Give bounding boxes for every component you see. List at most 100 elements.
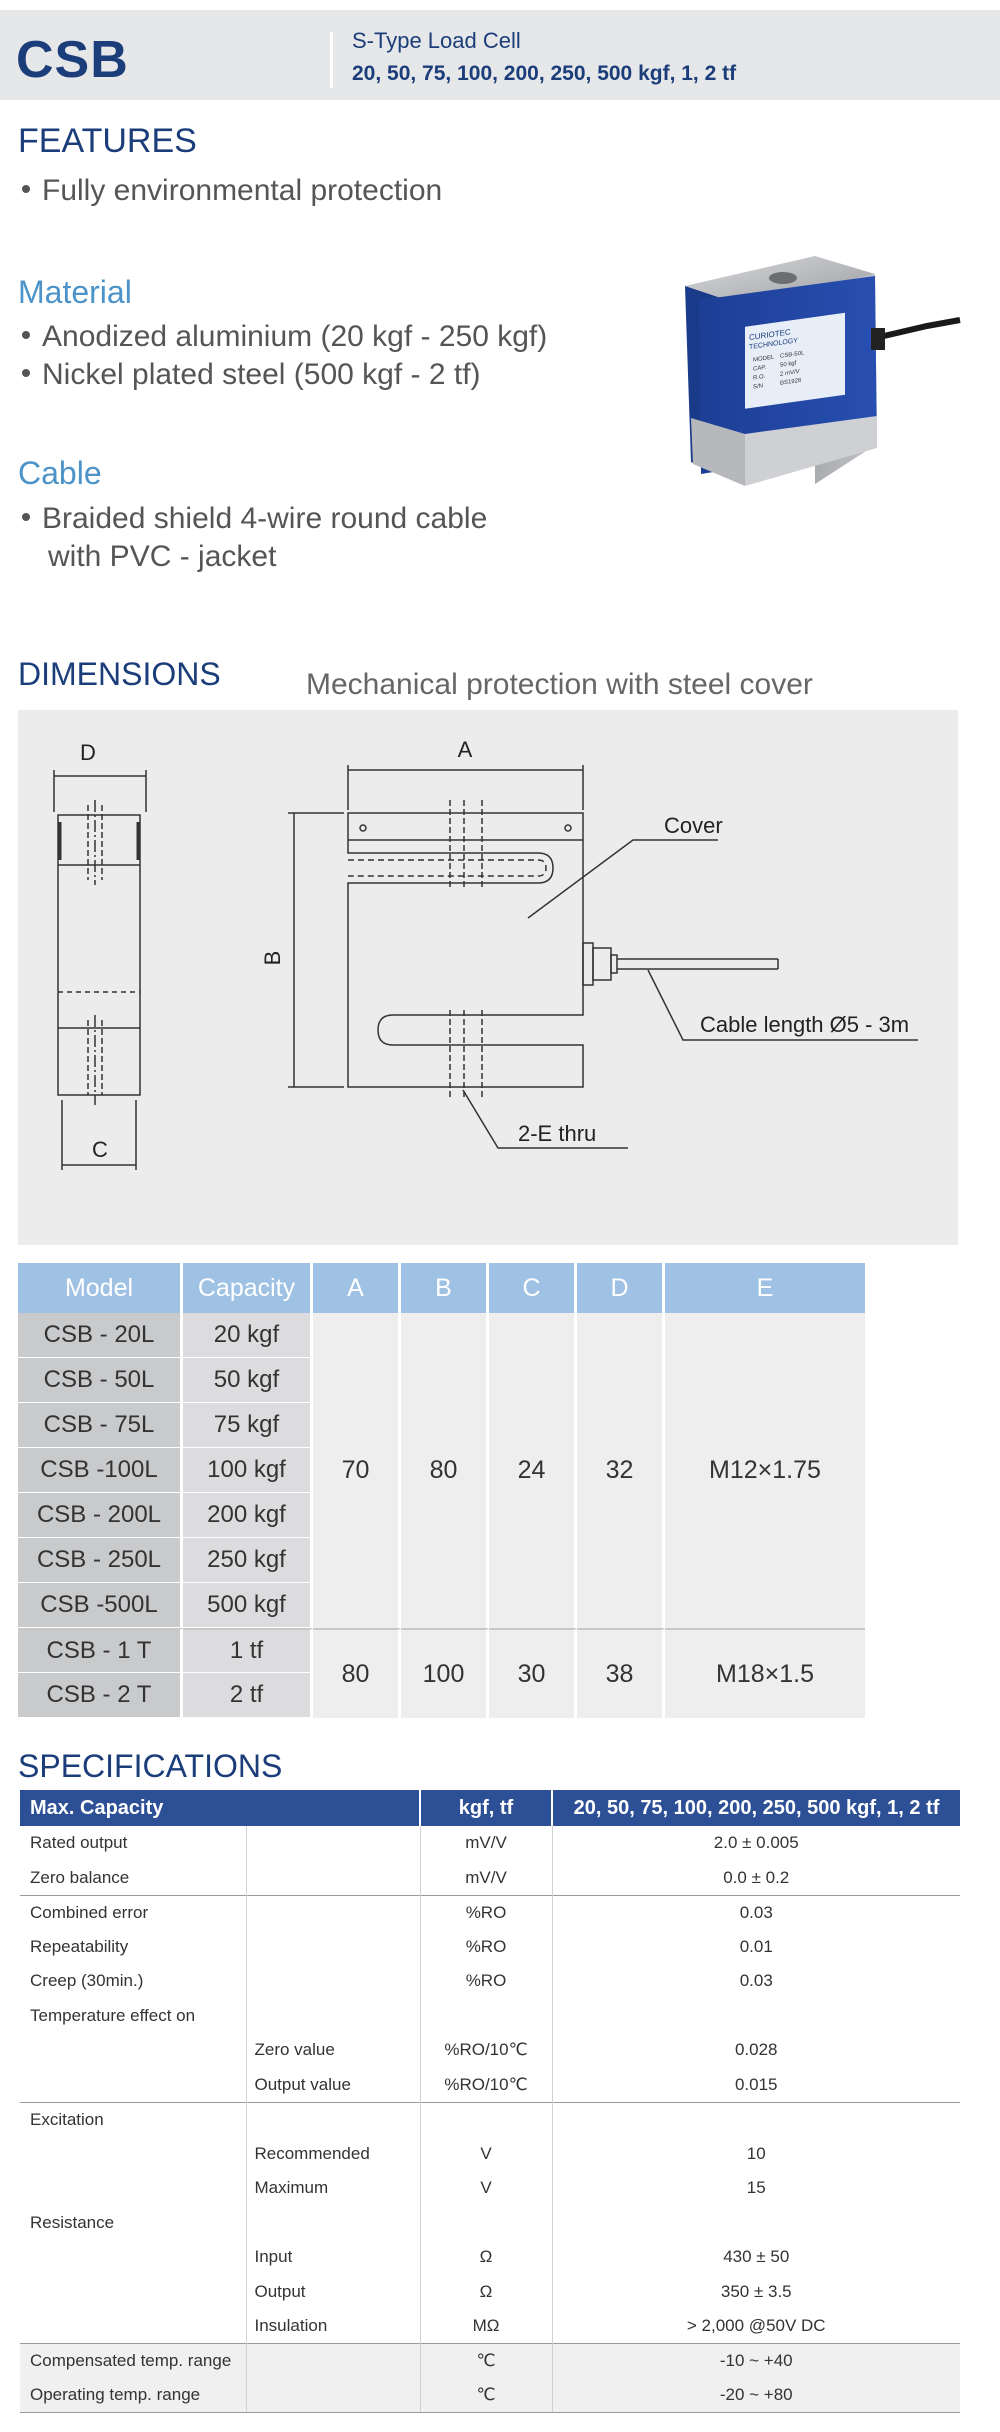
capacity-cell: 20 kgf (183, 1313, 313, 1358)
capacity-cell: 100 kgf (183, 1448, 313, 1493)
spec-header-row: Max. Capacity kgf, tf 20, 50, 75, 100, 2… (20, 1790, 960, 1826)
model-cell: CSB - 2 T (18, 1673, 183, 1718)
capacity-range: 20, 50, 75, 100, 200, 250, 500 kgf, 1, 2… (352, 62, 737, 85)
model-cell: CSB - 75L (18, 1403, 183, 1448)
spec-label: Zero balance (30, 1867, 130, 1887)
model-cell: CSB - 200L (18, 1493, 183, 1538)
header-band: CSB S-Type Load Cell 20, 50, 75, 100, 20… (0, 10, 1000, 100)
spec-unit: mV/V (419, 1826, 552, 1861)
dimensions-note: Mechanical protection with steel cover (306, 668, 813, 701)
features-heading: FEATURES (18, 122, 197, 160)
material-item-text: Nickel plated steel (500 kgf - 2 tf) (42, 358, 481, 391)
spec-sublabel (245, 1929, 420, 1964)
spec-value (551, 2101, 960, 2137)
spec-sublabel: Maximum (245, 2171, 420, 2206)
model-cell: CSB -500L (18, 1583, 183, 1628)
capacity-cell: 50 kgf (183, 1358, 313, 1403)
cable-item-text: Braided shield 4-wire round cable (42, 502, 488, 535)
value-e: M12×1.75 (665, 1313, 865, 1628)
material-item: Nickel plated steel (500 kgf - 2 tf) (22, 356, 481, 394)
spec-label (20, 2171, 246, 2206)
material-heading: Material (18, 274, 132, 310)
spec-unit: V (419, 2171, 552, 2206)
product-label (745, 312, 845, 409)
spec-sublabel: Recommended (245, 2136, 420, 2171)
spec-col-unit: kgf, tf (420, 1790, 553, 1826)
model-cell: CSB -100L (18, 1448, 183, 1493)
spec-sublabel: Insulation (245, 2309, 420, 2344)
spec-label (20, 2137, 246, 2172)
model-title: CSB (16, 31, 129, 89)
spec-value: 15 (551, 2171, 960, 2206)
spec-value: -20 ~ +80 (551, 2378, 960, 2413)
spec-unit (419, 1998, 552, 2033)
features-item-text: Fully environmental protection (42, 174, 443, 207)
dim-label-c: C (92, 1137, 108, 1162)
label-value: 2 mV/V (780, 369, 800, 378)
spec-value: -10 ~ +40 (551, 2343, 960, 2378)
spec-value: 0.01 (551, 1929, 960, 1964)
dimension-table: Model Capacity A B C D E CSB - 20L 20 kg… (18, 1263, 865, 1718)
spec-value (551, 1998, 960, 2033)
cover-label: Cover (664, 813, 723, 838)
value-c: 24 (489, 1313, 577, 1628)
spec-unit: %RO/10℃ (419, 2033, 552, 2068)
spec-unit: ℃ (419, 2378, 552, 2413)
spec-row: Operating temp. range℃-20 ~ +80 (20, 2378, 960, 2413)
specifications-table: Max. Capacity kgf, tf 20, 50, 75, 100, 2… (20, 1790, 960, 2413)
spec-label: Compensated temp. range (20, 2343, 246, 2378)
spec-value: 430 ± 50 (551, 2240, 960, 2275)
label-key: R.O. (753, 374, 766, 382)
label-value: CSB-50L (780, 350, 805, 359)
spec-sublabel (245, 1894, 420, 1930)
material-item-text: Anodized aluminium (20 kgf - 250 kgf) (42, 320, 548, 353)
col-c: C (489, 1263, 577, 1313)
label-value: 50 kgf (780, 361, 797, 369)
spec-unit (419, 2205, 552, 2240)
spec-unit: %RO (419, 1964, 552, 1999)
spec-label (20, 2240, 246, 2275)
spec-row: Compensated temp. range ℃-10 ~ +40 (20, 2343, 960, 2378)
cable-heading: Cable (18, 455, 102, 491)
spec-label: Temperature effect on (30, 2005, 196, 2025)
spec-label: Combined error (20, 1894, 246, 1930)
spec-sublabel (245, 2101, 420, 2137)
bullet-icon (22, 513, 30, 522)
spec-row: Excitation (20, 2101, 960, 2137)
spec-col-value: 20, 50, 75, 100, 200, 250, 500 kgf, 1, 2… (552, 1790, 960, 1826)
spec-sublabel: Output value (245, 2067, 420, 2102)
table-row: CSB - 20L 20 kgf 70 80 24 32 M12×1.75 (18, 1313, 865, 1628)
spec-unit: V (419, 2136, 552, 2171)
bullet-icon (22, 331, 30, 340)
label-key: S/N (753, 383, 763, 390)
spec-sublabel (245, 2205, 420, 2240)
value-d: 38 (577, 1628, 665, 1718)
bullet-icon (22, 185, 30, 194)
spec-col-capacity: Max. Capacity (20, 1790, 421, 1826)
col-a: A (313, 1263, 401, 1313)
spec-sublabel (245, 2343, 420, 2378)
spec-value: 10 (551, 2136, 960, 2171)
label-key: MODEL (753, 355, 775, 364)
spec-unit: ℃ (419, 2343, 552, 2378)
spec-unit: MΩ (419, 2309, 552, 2344)
spec-value: 0.0 ± 0.2 (551, 1860, 960, 1895)
cable-shape (874, 317, 961, 341)
spec-unit (419, 2101, 552, 2137)
spec-label: Rated output (30, 1833, 128, 1853)
capacity-cell: 250 kgf (183, 1538, 313, 1583)
